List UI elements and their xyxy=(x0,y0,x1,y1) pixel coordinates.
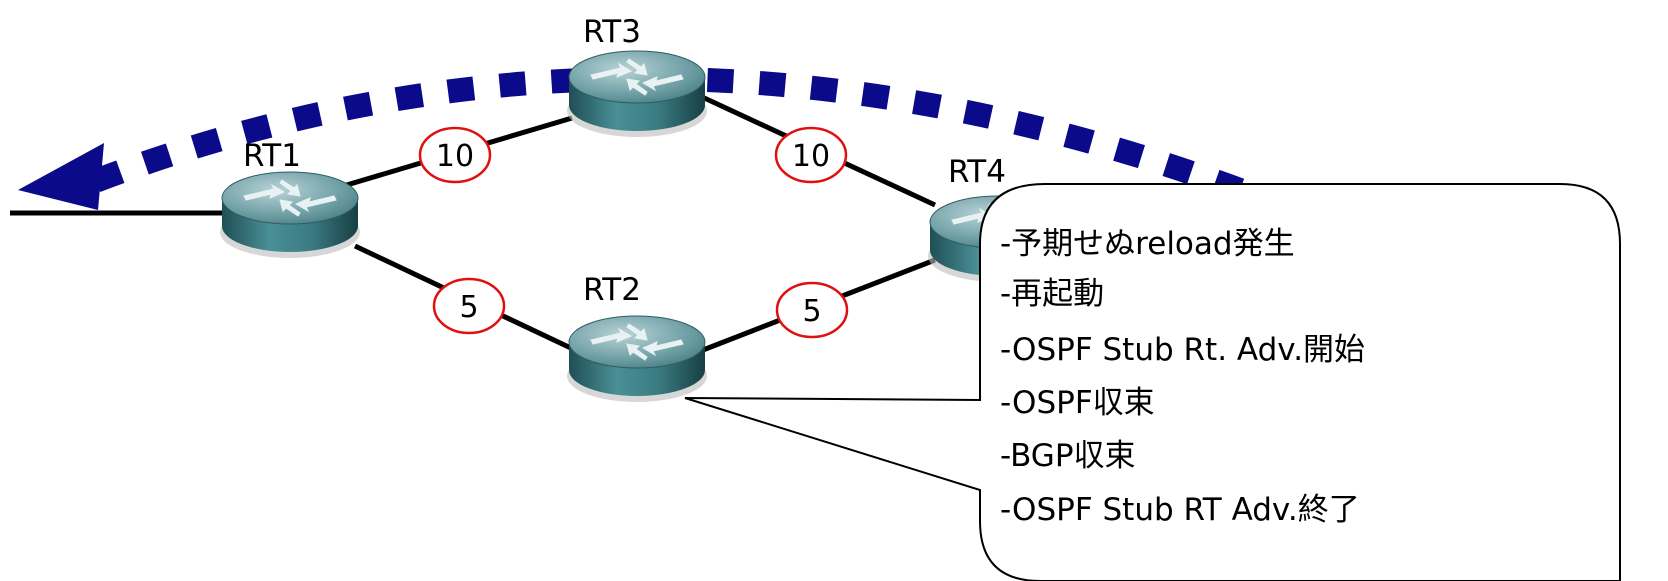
callout-line: -OSPF Stub RT Adv.終了 xyxy=(1000,492,1360,528)
router-label-rt4: RT4 xyxy=(948,154,1006,190)
router-label-rt1: RT1 xyxy=(243,138,301,174)
cost-value: 5 xyxy=(802,294,821,329)
callout-line: -OSPF Stub Rt. Adv.開始 xyxy=(1000,332,1365,368)
cost-value: 10 xyxy=(436,139,474,174)
callout-line: -予期せぬreload発生 xyxy=(1000,226,1295,262)
cost-badge-rt1-rt2: 5 xyxy=(432,277,506,335)
arrowhead-icon xyxy=(18,143,104,210)
callout-bubble xyxy=(684,183,1621,581)
cost-badge-rt1-rt3: 10 xyxy=(418,126,492,184)
callout-line: -BGP収束 xyxy=(1000,438,1136,474)
cost-badge-rt2-rt4: 5 xyxy=(775,281,849,339)
cost-value: 5 xyxy=(459,290,478,325)
router-label-rt2: RT2 xyxy=(583,272,641,308)
cost-value: 10 xyxy=(792,139,830,174)
callout-line: -再起動 xyxy=(1000,276,1104,312)
router-rt3 xyxy=(566,50,708,138)
callout-line: -OSPF収束 xyxy=(1000,385,1155,421)
traffic-flow-arrow xyxy=(18,66,1245,210)
router-rt2 xyxy=(566,315,708,403)
callout-text: -予期せぬreload発生 -再起動 -OSPF Stub Rt. Adv.開始… xyxy=(1000,226,1365,528)
router-label-rt3: RT3 xyxy=(583,14,641,50)
cost-badge-rt3-rt4: 10 xyxy=(774,126,848,184)
router-rt1 xyxy=(219,171,361,259)
